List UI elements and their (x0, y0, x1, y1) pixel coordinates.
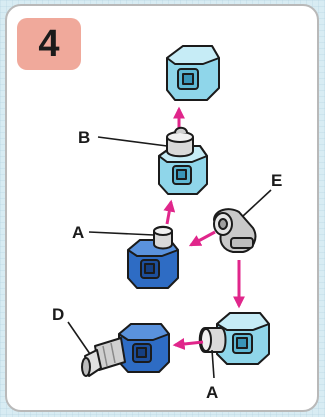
leader-line-a-upper (88, 231, 155, 236)
step-badge: 4 (17, 18, 81, 70)
leader-line-b (97, 136, 168, 147)
cube-light-with-connector-a (198, 312, 270, 365)
label-a-lower: A (206, 383, 218, 402)
instruction-panel: 4 (5, 4, 319, 412)
cube-top-light (166, 45, 220, 101)
connector-e-elbow (213, 208, 257, 253)
arrow-to-cube-d (172, 338, 204, 350)
label-a-upper: A (72, 223, 84, 242)
label-e: E (271, 171, 282, 190)
label-b: B (78, 128, 90, 147)
arrow-e-to-cube-a (188, 230, 216, 247)
leader-line-d (67, 321, 91, 355)
cube-with-connector-b (158, 126, 208, 195)
label-d: D (52, 305, 64, 324)
arrow-up-to-cube-b (163, 199, 176, 225)
cube-dark-with-connector-a (127, 225, 179, 289)
leader-line-a-lower (211, 349, 215, 379)
leader-line-e (242, 189, 272, 217)
cube-dark-with-connector-d (81, 323, 170, 377)
step-number: 4 (38, 23, 60, 65)
assembly-diagram: B A E D A (52, 45, 282, 402)
